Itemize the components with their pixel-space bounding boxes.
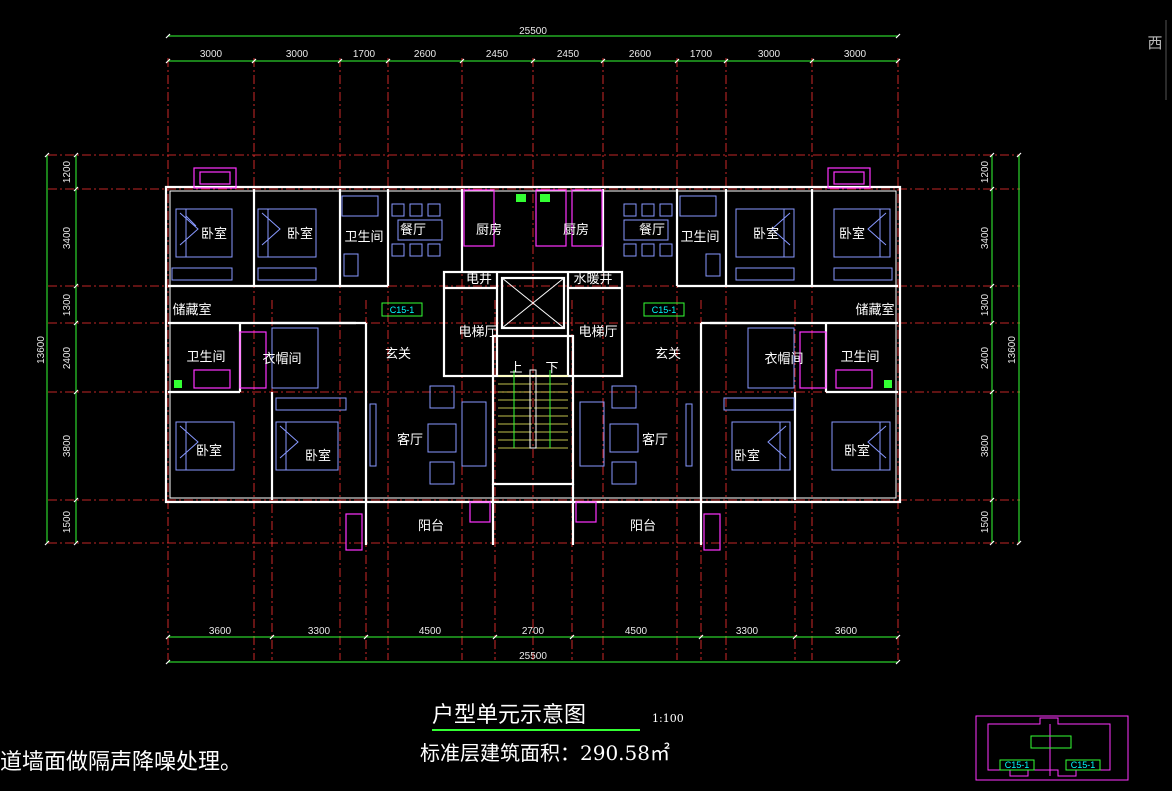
dim-top: 2450 <box>486 49 509 60</box>
viewcube-compass-label[interactable]: 西 <box>1147 34 1163 52</box>
dim-top: 2600 <box>629 49 652 60</box>
label-stair-up: 上 <box>509 361 522 376</box>
dim-height-left: 13600 <box>36 336 47 364</box>
exterior-units <box>193 167 873 551</box>
label-bedroom: 卧室 <box>201 226 227 242</box>
label-heating-shaft: 水暖井 <box>573 272 612 287</box>
label-bathroom: 卫生间 <box>680 230 719 245</box>
window-tag-right: C15-1 <box>652 305 677 315</box>
label-bedroom: 卧室 <box>305 448 331 464</box>
label-bedroom: 卧室 <box>287 226 313 242</box>
dim-right: 1500 <box>980 510 991 533</box>
drawing-title: 户型单元示意图 <box>432 703 586 728</box>
label-bedroom: 卧室 <box>844 443 870 459</box>
appliance-marks <box>174 194 892 388</box>
label-balcony: 阳台 <box>630 519 656 534</box>
partial-note-text: 道墙面做隔声降噪处理。 <box>0 750 243 775</box>
dim-bottom: 3600 <box>209 626 232 637</box>
drawing-scale: 1:100 <box>652 712 684 725</box>
dim-top: 1700 <box>690 49 713 60</box>
dim-left: 1500 <box>62 510 73 533</box>
dim-bottom: 3600 <box>835 626 858 637</box>
dimension-ticks <box>44 33 1022 665</box>
dim-right: 1200 <box>980 160 991 183</box>
dim-top: 3000 <box>200 49 223 60</box>
label-bedroom: 卧室 <box>753 226 779 242</box>
label-electric-shaft: 电井 <box>466 272 492 287</box>
label-stair-down: 下 <box>545 361 558 376</box>
dim-top: 1700 <box>353 49 376 60</box>
label-foyer: 玄关 <box>655 347 681 362</box>
key-plan-tag <box>1065 759 1101 771</box>
dim-bottom: 2700 <box>522 626 545 637</box>
key-plan <box>975 715 1129 781</box>
key-plan-tag <box>999 759 1035 771</box>
dim-bottom: 4500 <box>625 626 648 637</box>
dim-bottom: 4500 <box>419 626 442 637</box>
label-bathroom: 卫生间 <box>344 230 383 245</box>
dim-left: 3800 <box>62 434 73 457</box>
label-kitchen: 厨房 <box>563 222 589 238</box>
dim-bottom: 3300 <box>736 626 759 637</box>
dim-top: 2450 <box>557 49 580 60</box>
floor-area: 标准层建筑面积：290.58㎡ <box>420 741 670 765</box>
dim-bottom: 3300 <box>308 626 331 637</box>
dim-top: 3000 <box>286 49 309 60</box>
dim-left: 2400 <box>62 346 73 369</box>
label-bedroom: 卧室 <box>196 443 222 459</box>
label-dining: 餐厅 <box>400 222 426 238</box>
label-dining: 餐厅 <box>639 222 665 238</box>
label-bathroom: 卫生间 <box>186 350 225 365</box>
label-living: 客厅 <box>642 432 668 448</box>
label-elevator-hall: 电梯厅 <box>578 325 617 340</box>
key-plan-window-tag: C15-1 <box>1005 760 1030 770</box>
label-elevator-hall: 电梯厅 <box>458 325 497 340</box>
dim-right: 3400 <box>980 226 991 249</box>
dim-right: 2400 <box>980 346 991 369</box>
dim-height-right: 13600 <box>1007 336 1018 364</box>
dim-top: 3000 <box>758 49 781 60</box>
key-plan-window-tag: C15-1 <box>1071 760 1096 770</box>
label-bedroom: 卧室 <box>734 448 760 464</box>
dim-top: 2600 <box>414 49 437 60</box>
dimension-lines <box>46 35 1020 663</box>
label-balcony: 阳台 <box>418 519 444 534</box>
label-closet: 衣帽间 <box>262 351 301 367</box>
window-tag-left: C15-1 <box>390 305 415 315</box>
dim-top: 3000 <box>844 49 867 60</box>
dim-overall-top: 25500 <box>519 26 547 37</box>
label-storage: 储藏室 <box>172 302 211 318</box>
stair-treads <box>498 375 568 449</box>
stair-arrows <box>513 369 551 449</box>
dim-left: 1300 <box>62 293 73 316</box>
furniture <box>171 195 893 485</box>
label-closet: 衣帽间 <box>764 351 803 367</box>
key-plan-core <box>1030 735 1072 749</box>
label-bedroom: 卧室 <box>839 226 865 242</box>
label-bathroom: 卫生间 <box>840 350 879 365</box>
dim-right: 1300 <box>980 293 991 316</box>
dim-overall-bottom: 25500 <box>519 651 547 662</box>
label-living: 客厅 <box>397 432 423 448</box>
label-foyer: 玄关 <box>385 347 411 362</box>
label-storage: 储藏室 <box>855 302 894 318</box>
window-tags <box>381 302 685 317</box>
dim-left: 3400 <box>62 226 73 249</box>
dim-left: 1200 <box>62 160 73 183</box>
dim-right: 3800 <box>980 434 991 457</box>
label-kitchen: 厨房 <box>476 222 502 238</box>
